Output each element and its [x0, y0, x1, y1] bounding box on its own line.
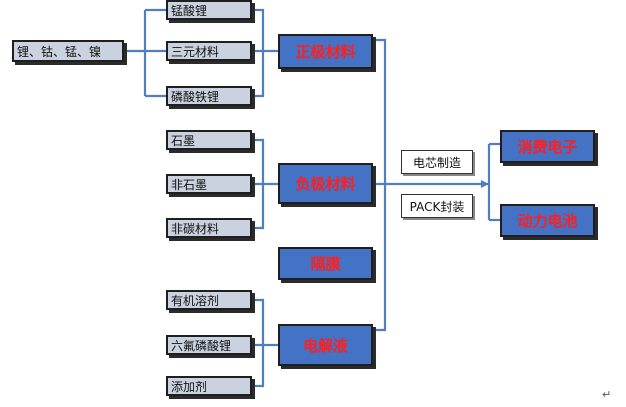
- application-power-battery-box: 动力电池: [500, 204, 595, 237]
- anode-item-graphite: 石墨: [166, 130, 252, 150]
- electrolyte-item-label: 有机溶剂: [171, 293, 220, 308]
- anode-item-label: 非碳材料: [171, 221, 220, 236]
- bracket-anode-items: [252, 138, 278, 230]
- electrolyte-item-label: 添加剂: [171, 379, 208, 394]
- electrolyte-item-lipf6: 六氟磷酸锂: [166, 335, 252, 355]
- bracket-source-cathode-items: [124, 8, 166, 98]
- anode-item-non-carbon: 非碳材料: [166, 218, 252, 238]
- application-consumer-electronics-box: 消费电子: [500, 130, 595, 163]
- cathode-item-ternary: 三元材料: [166, 41, 252, 61]
- anode-item-label: 非石墨: [171, 177, 208, 192]
- cathode-material-box: 正极材料: [278, 34, 373, 69]
- cathode-item-lfp: 磷酸铁锂: [166, 86, 252, 106]
- separator-label: 隔膜: [310, 255, 341, 273]
- bracket-materials: [373, 38, 387, 332]
- process-cell-manufacturing: 电芯制造: [401, 150, 473, 174]
- process-label: PACK封装: [409, 199, 465, 214]
- process-label: 电芯制造: [412, 155, 461, 170]
- cathode-item-lmo: 锰酸锂: [166, 0, 252, 20]
- anode-item-non-graphite: 非石墨: [166, 174, 252, 194]
- separator-box: 隔膜: [278, 247, 373, 280]
- process-pack-assembly: PACK封装: [401, 194, 473, 218]
- source-minerals-label: 锂、钴、锰、镍: [17, 44, 102, 59]
- anode-item-label: 石墨: [171, 133, 196, 148]
- cathode-item-label: 磷酸铁锂: [171, 89, 220, 104]
- anode-material-label: 负极材料: [295, 175, 356, 193]
- electrolyte-item-additive: 添加剂: [166, 376, 252, 396]
- electrolyte-label: 电解液: [302, 336, 348, 355]
- electrolyte-item-label: 六氟磷酸锂: [171, 338, 232, 353]
- cathode-item-label: 锰酸锂: [171, 3, 208, 18]
- source-minerals-box: 锂、钴、锰、镍: [12, 40, 124, 62]
- cathode-item-label: 三元材料: [171, 44, 220, 59]
- bracket-electrolyte-items: [252, 298, 278, 388]
- bracket-applications: [487, 142, 500, 222]
- electrolyte-box: 电解液: [278, 324, 373, 366]
- bracket-cathode-items: [252, 8, 278, 98]
- cathode-material-label: 正极材料: [295, 43, 356, 61]
- application-label: 消费电子: [517, 138, 578, 156]
- application-label: 动力电池: [517, 212, 578, 230]
- anode-material-box: 负极材料: [278, 163, 373, 204]
- paragraph-mark-icon: ↵: [602, 388, 612, 401]
- electrolyte-item-solvent: 有机溶剂: [166, 290, 252, 310]
